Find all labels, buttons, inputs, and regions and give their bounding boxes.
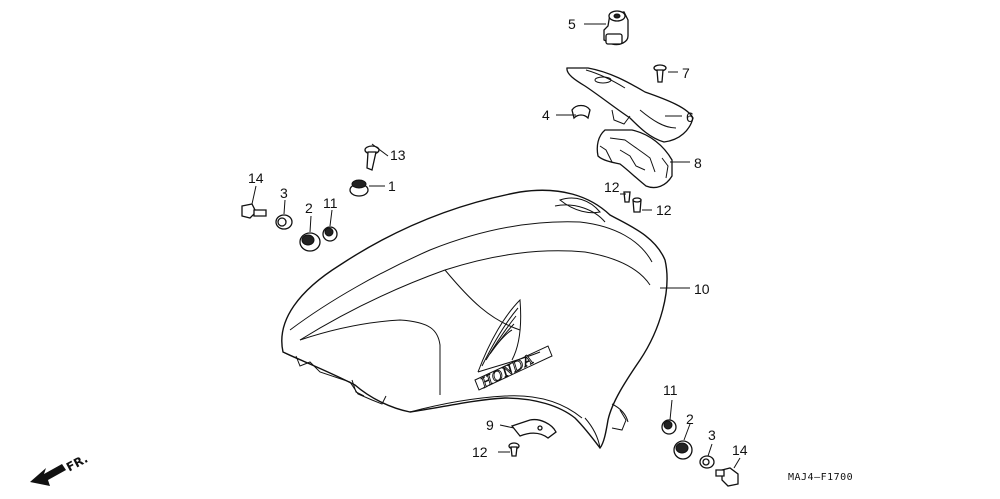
- collar-part-3-right: [699, 455, 715, 469]
- callout-5: 5: [568, 16, 576, 32]
- clip-part-4: [571, 104, 591, 120]
- callout-4: 4: [542, 107, 550, 123]
- grommet-part-11-left: [322, 226, 338, 242]
- callout-8: 8: [694, 155, 702, 171]
- tank-cover: [281, 189, 668, 450]
- diagram-code: MAJ4—F1700: [788, 472, 854, 483]
- leader-lines: [251, 23, 741, 469]
- callout-9: 9: [486, 417, 494, 433]
- callout-6: 6: [686, 109, 694, 125]
- bolt-part-14-left: [241, 203, 267, 219]
- honda-wing-emblem: HONDA: [474, 298, 553, 392]
- collar-part-3-left: [275, 214, 293, 230]
- callout-10: 10: [694, 281, 710, 297]
- callout-11-right: 11: [663, 382, 678, 398]
- callout-13: 13: [390, 147, 406, 163]
- key-cylinder-part-5: [603, 10, 629, 46]
- grommet-part-11-right: [661, 419, 677, 435]
- callout-12-upper-a: 12: [604, 179, 620, 195]
- bolt-part-13: [364, 145, 380, 171]
- callout-14-right: 14: [732, 442, 748, 458]
- callout-3-right: 3: [708, 427, 716, 443]
- bolt-part-14-right: [715, 467, 739, 487]
- callout-12-lower: 12: [472, 444, 488, 460]
- callout-11-left: 11: [323, 195, 338, 211]
- screw-part-12-upper: [623, 191, 642, 213]
- grommet-part-2-right: [673, 440, 693, 460]
- bracket-part-9: [510, 418, 557, 439]
- callout-12-upper-b: 12: [656, 202, 672, 218]
- callout-2-right: 2: [686, 411, 694, 427]
- callout-3-left: 3: [280, 185, 288, 201]
- screw-part-7: [653, 64, 667, 83]
- callout-7: 7: [682, 65, 690, 81]
- screw-part-12-lower: [508, 442, 520, 457]
- grommet-part-2-left: [299, 232, 321, 252]
- callout-1: 1: [388, 178, 396, 194]
- cover-panel-part-6: [566, 67, 694, 143]
- callout-2-left: 2: [305, 200, 313, 216]
- grommet-part-1: [349, 179, 369, 197]
- bracket-part-8: [596, 129, 673, 189]
- front-direction-arrow: [30, 464, 66, 486]
- callout-14-left: 14: [248, 170, 264, 186]
